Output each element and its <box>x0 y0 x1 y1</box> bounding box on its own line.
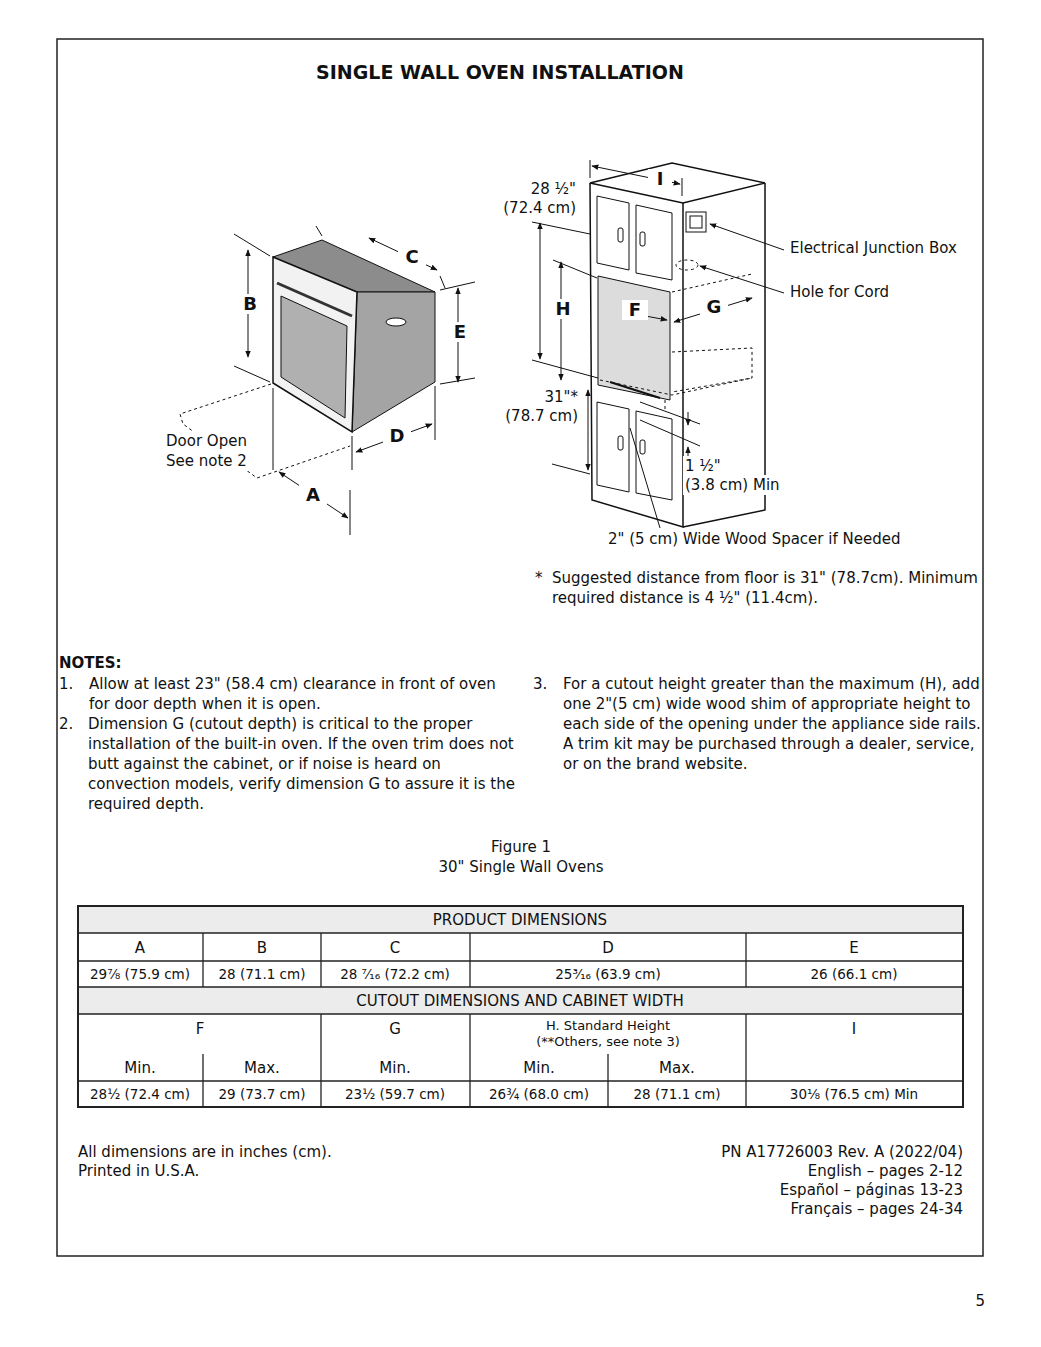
dimension-letter: H <box>549 299 577 319</box>
table-cell: 28 ⁷⁄₁₆ (72.2 cm) <box>321 965 469 983</box>
figure-caption: 30" Single Wall Ovens <box>371 857 671 877</box>
dimension-value: (3.8 cm) Min <box>683 475 782 495</box>
note-number: 1. <box>59 674 73 694</box>
table-header: PRODUCT DIMENSIONS <box>220 910 820 930</box>
footer-text: Printed in U.S.A. <box>78 1161 199 1181</box>
table-header: Max. <box>207 1058 317 1078</box>
footer-text: Español – páginas 13-23 <box>780 1180 963 1200</box>
table-cell: 26 (66.1 cm) <box>749 965 959 983</box>
table-header: Min. <box>325 1058 465 1078</box>
table-header: Max. <box>612 1058 742 1078</box>
table-header: (**Others, see note 3) <box>473 1033 743 1051</box>
table-header: D <box>473 938 743 958</box>
table-cell: 28 (71.1 cm) <box>609 1085 746 1103</box>
callout-text: See note 2 <box>164 451 249 471</box>
footer-text: English – pages 2-12 <box>808 1161 963 1181</box>
table-cell: 25³⁄₁₆ (63.9 cm) <box>473 965 743 983</box>
footer-text: PN A17726003 Rev. A (2022/04) <box>721 1142 963 1162</box>
table-header: A <box>80 938 200 958</box>
table-cell: 28½ (72.4 cm) <box>78 1085 202 1103</box>
page-title: SINGLE WALL OVEN INSTALLATION <box>0 60 1000 84</box>
dimension-letter: D <box>383 426 411 446</box>
dimension-letter: G <box>700 297 728 317</box>
callout-text: Door Open <box>164 431 249 451</box>
table-header: I <box>749 1019 959 1039</box>
callout-text: Hole for Cord <box>788 282 891 302</box>
note-number: 3. <box>533 674 547 694</box>
callout-text: 2" (5 cm) Wide Wood Spacer if Needed <box>606 529 902 549</box>
dimension-value: (72.4 cm) <box>501 198 578 218</box>
table-header: B <box>207 938 317 958</box>
dimension-value: 1 ½" <box>683 456 723 476</box>
table-header: H. Standard Height <box>473 1017 743 1035</box>
callout-text: Electrical Junction Box <box>788 238 959 258</box>
table-header: Min. <box>474 1058 604 1078</box>
page-number: 5 <box>975 1291 985 1311</box>
dimension-letter: C <box>398 247 426 267</box>
table-header: CUTOUT DIMENSIONS AND CABINET WIDTH <box>220 991 820 1011</box>
table-cell: 23½ (59.7 cm) <box>321 1085 469 1103</box>
footer-text: Français – pages 24-34 <box>791 1199 964 1219</box>
notes-heading: NOTES: <box>59 653 122 673</box>
table-cell: 29 (73.7 cm) <box>204 1085 321 1103</box>
dimension-letter: E <box>446 322 474 342</box>
dimension-value: 28 ½" <box>529 179 578 199</box>
footer-text: All dimensions are in inches (cm). <box>78 1142 332 1162</box>
table-header: G <box>325 1019 465 1039</box>
dimension-letter: F <box>622 300 648 320</box>
figure-caption: Figure 1 <box>371 837 671 857</box>
dimension-letter: I <box>648 169 672 189</box>
note-text: For a cutout height greater than the max… <box>563 674 988 774</box>
dimension-value: (78.7 cm) <box>503 406 580 426</box>
table-cell: 26¾ (68.0 cm) <box>471 1085 608 1103</box>
footnote-mark: * <box>535 568 543 588</box>
table-header: C <box>325 938 465 958</box>
table-header: E <box>749 938 959 958</box>
dimension-value: 31"* <box>543 387 581 407</box>
table-header: Min. <box>85 1058 195 1078</box>
table-cell: 28 (71.1 cm) <box>204 965 321 983</box>
note-number: 2. <box>59 714 73 734</box>
footnote-text: Suggested distance from floor is 31" (78… <box>552 568 992 608</box>
table-cell: 30⅛ (76.5 cm) Min <box>749 1085 959 1103</box>
table-cell: 29⅞ (75.9 cm) <box>78 965 202 983</box>
dimension-letter: B <box>236 294 264 314</box>
note-text: Allow at least 23" (58.4 cm) clearance i… <box>89 674 521 714</box>
table-header: F <box>85 1019 315 1039</box>
dimension-letter: A <box>299 485 327 505</box>
note-text: Dimension G (cutout depth) is critical t… <box>88 714 518 814</box>
